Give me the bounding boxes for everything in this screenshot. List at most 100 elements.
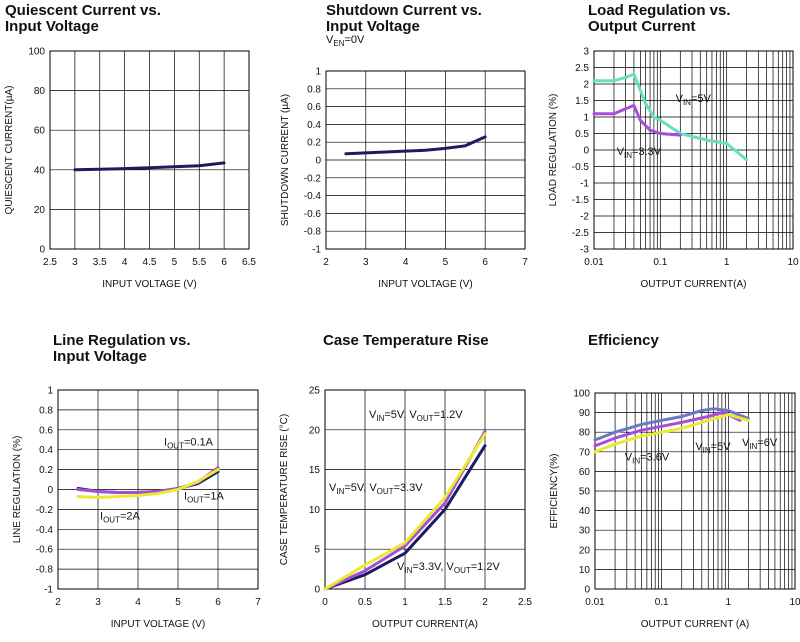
grid [324,389,526,590]
series-line-1 [344,135,487,156]
y-tick-label: 15 [309,465,321,476]
y-tick-label: 60 [34,126,46,137]
y-tick-label: -1.5 [572,195,590,206]
x-tick-label: 4 [135,597,141,608]
y-tick-label: 2 [583,80,589,91]
y-axis-label: LINE REGULATION (%) [12,436,23,544]
x-tick-label: 1 [724,257,730,268]
annotation-label: VIN=3.3V [617,146,662,160]
annotation-label: VIN=3.3V, VOUT=1.2V [397,561,500,575]
y-tick-label: 0 [584,585,590,596]
y-tick-label: 1.5 [575,96,589,107]
y-tick-label: 0 [314,585,320,596]
x-tick-label: 10 [787,257,799,268]
y-axis-label: LOAD REGULATION (%) [548,94,559,207]
grid [325,70,526,250]
annotation-label: IOUT=2A [100,510,140,524]
series-line-3 [323,432,487,591]
y-tick-label: 0 [315,156,321,167]
y-tick-label: 10 [309,505,321,516]
y-tick-label: -2 [580,212,589,223]
y-tick-label: 20 [34,205,46,216]
x-tick-label: 0.5 [358,597,372,608]
y-tick-label: -0.8 [36,565,54,576]
y-tick-label: -3 [580,245,589,256]
y-tick-label: 0.4 [307,120,321,131]
x-tick-label: 2 [55,597,61,608]
x-axis-label: INPUT VOLTAGE (V) [111,619,205,630]
x-tick-label: 6.5 [242,257,256,268]
x-tick-label: 3 [72,257,78,268]
y-tick-label: 10 [579,565,591,576]
grid [594,392,796,590]
y-tick-label: 20 [579,545,591,556]
grid [49,50,250,250]
y-tick-label: 0.2 [39,465,53,476]
y-tick-label: -0.5 [572,162,590,173]
y-tick-label: 0.2 [307,138,321,149]
y-axis-label: CASE TEMPERATURE RISE (°C) [279,414,290,565]
y-tick-label: 0.8 [39,405,53,416]
y-tick-label: 0 [47,485,53,496]
y-tick-label: 40 [579,506,591,517]
x-tick-label: 3 [95,597,101,608]
y-tick-label: 60 [579,467,591,478]
x-tick-label: 0.1 [655,597,669,608]
y-tick-label: -0.6 [304,209,322,220]
y-tick-label: 40 [34,165,46,176]
series-line-1 [73,161,226,172]
x-tick-label: 5 [175,597,181,608]
x-tick-label: 10 [789,597,800,608]
chart-2: Shutdown Current vs.Input VoltageVEN=0V2… [280,2,528,290]
series-line-2 [323,429,487,591]
chart-title: Input Voltage [53,348,147,365]
series-line-2 [592,104,682,137]
x-tick-label: 0.1 [653,257,667,268]
y-tick-label: 0 [39,245,45,256]
annotation-label: VIN=5V [695,441,731,455]
y-axis-label: EFFICIENCY(%) [549,454,560,529]
annotation-label: VIN=3.6V [625,452,670,466]
x-tick-label: 2.5 [43,257,57,268]
y-tick-label: 1 [583,113,589,124]
y-tick-label: -1 [44,585,53,596]
y-tick-label: 5 [314,545,320,556]
x-tick-label: 2.5 [518,597,532,608]
x-axis-label: INPUT VOLTAGE (V) [378,279,472,290]
series-line-1 [323,444,487,591]
y-tick-label: 70 [579,447,591,458]
chart-title: Efficiency [588,332,660,349]
x-tick-label: 5 [172,257,178,268]
x-tick-label: 3.5 [93,257,107,268]
x-axis-label: OUTPUT CURRENT(A) [372,619,478,630]
chart-title: Input Voltage [326,18,420,35]
y-tick-label: -0.4 [36,525,54,536]
y-tick-label: -0.2 [304,173,322,184]
y-tick-label: 100 [28,47,45,58]
chart-title: Shutdown Current vs. [326,2,482,19]
annotation-label: VIN=5V, VOUT=1.2V [369,409,463,423]
x-tick-label: 2 [482,597,488,608]
grid [57,389,259,590]
y-tick-label: 3 [583,47,589,58]
chart-title: Quiescent Current vs. [5,2,161,19]
annotation-label: VIN=5V [676,93,712,107]
y-tick-label: -1 [580,179,589,190]
series-line-1 [592,72,749,162]
chart-title: Line Regulation vs. [53,332,191,349]
y-tick-label: 0.6 [39,425,53,436]
x-tick-label: 4.5 [143,257,157,268]
chart-subtitle: VEN=0V [326,34,365,48]
y-tick-label: 0.5 [575,129,589,140]
x-axis-label: OUTPUT CURRENT(A) [641,279,747,290]
series-line-2 [76,466,220,494]
y-tick-label: -0.4 [304,191,322,202]
series-line-1 [593,407,750,442]
x-tick-label: 1.5 [438,597,452,608]
x-tick-label: 3 [363,257,369,268]
y-tick-label: -0.2 [36,505,54,516]
y-tick-label: 1 [47,386,53,397]
x-tick-label: 7 [522,257,528,268]
